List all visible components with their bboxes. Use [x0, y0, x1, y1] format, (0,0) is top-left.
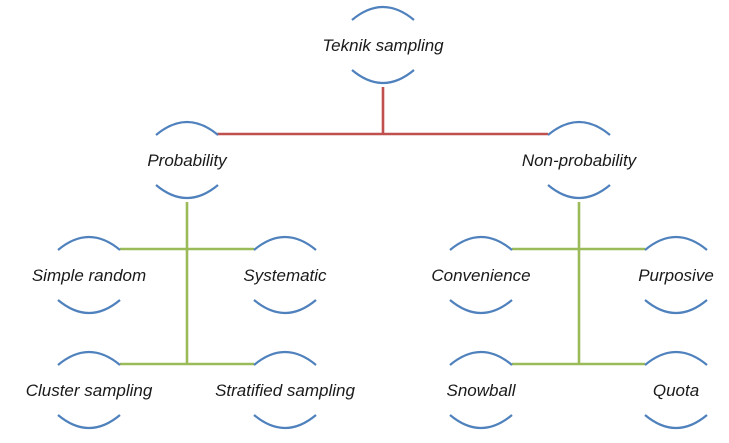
node-non-probability-top-arc	[547, 121, 611, 136]
node-cluster-sampling-top-arc	[57, 351, 121, 366]
node-root-label: Teknik sampling	[322, 36, 444, 55]
node-stratified-sampling-label: Stratified sampling	[215, 381, 355, 400]
arcs-layer	[57, 6, 708, 429]
labels-layer: Teknik sampling Probability Non-probabil…	[26, 36, 714, 400]
node-cluster-sampling-bottom-arc	[57, 414, 121, 429]
node-systematic-label: Systematic	[243, 266, 327, 285]
node-purposive-label: Purposive	[638, 266, 714, 285]
node-quota-label: Quota	[653, 381, 699, 400]
node-systematic-bottom-arc	[253, 299, 317, 314]
node-simple-random-bottom-arc	[57, 299, 121, 314]
node-simple-random-label: Simple random	[32, 266, 146, 285]
node-convenience-label: Convenience	[431, 266, 530, 285]
node-snowball-top-arc	[449, 351, 513, 366]
node-purposive-top-arc	[644, 236, 708, 251]
node-probability-label: Probability	[147, 151, 228, 170]
node-stratified-sampling-bottom-arc	[253, 414, 317, 429]
node-stratified-sampling-top-arc	[253, 351, 317, 366]
node-quota-bottom-arc	[644, 414, 708, 429]
node-root-bottom-arc	[351, 69, 415, 84]
node-non-probability-bottom-arc	[547, 184, 611, 199]
node-snowball-bottom-arc	[449, 414, 513, 429]
node-simple-random-top-arc	[57, 236, 121, 251]
node-quota-top-arc	[644, 351, 708, 366]
node-convenience-bottom-arc	[449, 299, 513, 314]
node-root-top-arc	[351, 6, 415, 21]
node-systematic-top-arc	[253, 236, 317, 251]
node-non-probability-label: Non-probability	[522, 151, 638, 170]
node-purposive-bottom-arc	[644, 299, 708, 314]
node-snowball-label: Snowball	[447, 381, 517, 400]
node-cluster-sampling-label: Cluster sampling	[26, 381, 153, 400]
node-convenience-top-arc	[449, 236, 513, 251]
node-probability-bottom-arc	[155, 184, 219, 199]
connectors-layer	[120, 87, 645, 366]
node-probability-top-arc	[155, 121, 219, 136]
